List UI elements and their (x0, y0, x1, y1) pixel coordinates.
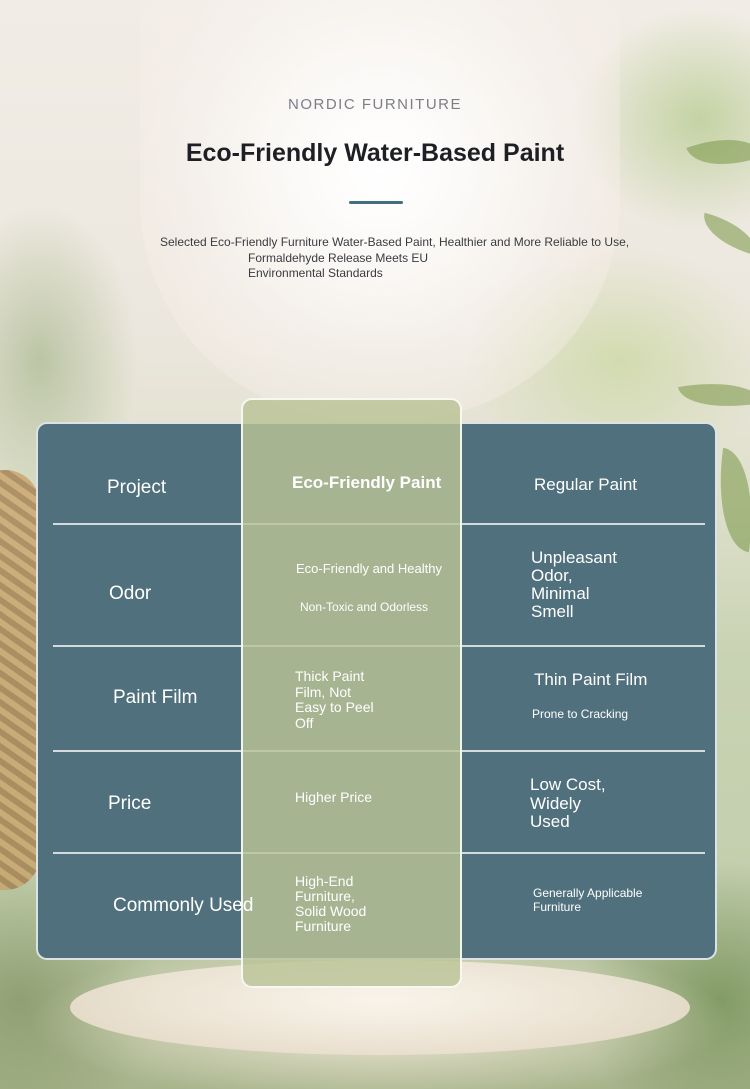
price-regular-line: Widely (530, 793, 582, 813)
title-divider (349, 201, 403, 204)
paint-film-eco-line: Thick Paint (295, 668, 365, 684)
paint-film-regular-note: Prone to Cracking (532, 707, 629, 721)
commonly-used-eco-line: Solid Wood (295, 903, 367, 919)
background-leaf (697, 212, 750, 256)
row-label-price: Price (108, 793, 152, 814)
header-eco-friendly-paint: Eco-Friendly Paint (292, 473, 442, 492)
page-subtitle: Selected Eco-Friendly Furniture Water-Ba… (160, 235, 640, 282)
subtitle-line: Selected Eco-Friendly Furniture Water-Ba… (160, 235, 630, 249)
commonly-used-regular-line: Generally Applicable (533, 886, 643, 900)
paint-film-eco-line: Easy to Peel (295, 699, 374, 715)
background-leaf (678, 373, 750, 417)
price-regular-line: Low Cost, (530, 775, 606, 794)
odor-regular: Unpleasant Odor, Minimal Smell (531, 549, 617, 621)
odor-regular-line: Smell (531, 602, 574, 621)
odor-regular-line: Unpleasant (531, 548, 618, 567)
price-regular-line: Used (530, 812, 570, 831)
paint-film-regular-main: Thin Paint Film (534, 670, 648, 689)
commonly-used-regular-line: Furniture (533, 900, 582, 914)
paint-film-eco-line: Film, Not (295, 683, 351, 700)
odor-regular-line: Minimal (531, 584, 590, 603)
price-regular: Low Cost, Widely Used (530, 775, 606, 832)
header-project: Project (107, 477, 167, 498)
paint-film-eco: Thick Paint Film, Not Easy to Peel Off (295, 668, 374, 731)
commonly-used-eco: High-End Furniture, Solid Wood Furniture (295, 874, 366, 934)
price-eco: Higher Price (295, 789, 373, 805)
commonly-used-eco-line: Furniture (295, 918, 352, 934)
background-basket (0, 470, 40, 890)
subtitle-line: Formaldehyde Release Meets EU (248, 250, 429, 265)
odor-eco-note: Non-Toxic and Odorless (300, 600, 429, 614)
commonly-used-eco-line: High-End (295, 873, 354, 889)
page-title: Eco-Friendly Water-Based Paint (185, 139, 565, 167)
commonly-used-regular: Generally Applicable Furniture (533, 886, 642, 914)
odor-eco-main: Eco-Friendly and Healthy (296, 561, 442, 576)
eco-paint-highlight-column (241, 398, 462, 988)
background-model-figure (140, 0, 620, 420)
header-regular-paint: Regular Paint (534, 475, 638, 494)
odor-regular-line: Odor, (531, 566, 573, 585)
brand-eyebrow: NORDIC FURNITURE (288, 96, 462, 113)
row-label-commonly-used: Commonly Used (113, 895, 254, 916)
row-label-paint-film: Paint Film (113, 687, 198, 708)
row-label-odor: Odor (109, 583, 152, 604)
commonly-used-eco-line: Furniture, (295, 888, 355, 904)
subtitle-line: Environmental Standards (248, 266, 383, 280)
paint-film-eco-line: Off (295, 714, 314, 731)
